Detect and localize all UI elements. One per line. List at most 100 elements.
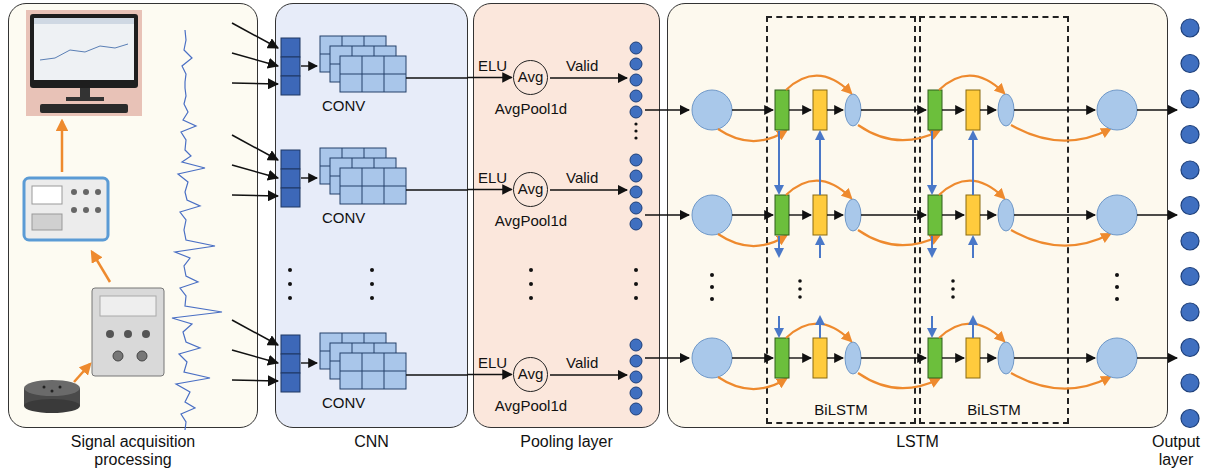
output-neurons	[1181, 374, 1199, 392]
cnn-row	[281, 148, 468, 207]
ellipsis-dots	[951, 279, 955, 283]
label-slot: Output layer	[1146, 433, 1206, 468]
label-slot: Valid	[566, 169, 598, 187]
cnn-row	[281, 333, 468, 392]
signal-waveform	[172, 30, 222, 430]
ellipsis-dots	[634, 282, 638, 286]
ellipsis-dots	[370, 296, 374, 300]
conv-label: CONV	[322, 98, 365, 115]
activation-label: ELU	[478, 355, 507, 372]
conv-label: CONV	[322, 395, 365, 412]
computer-monitor	[40, 44, 128, 60]
padding-label: Valid	[566, 355, 598, 372]
vibration-sensor	[24, 380, 80, 413]
flow-arrow	[74, 364, 90, 382]
avg-pool-circle: Avg	[513, 357, 549, 393]
output-neurons	[1181, 161, 1199, 179]
computer-monitor	[66, 97, 104, 101]
acquisition-unit	[24, 178, 108, 240]
ellipsis-dots	[288, 282, 292, 286]
conv-label: CONV	[322, 210, 365, 227]
panel-heading: CNN	[282, 433, 462, 451]
flow-arrow	[61, 121, 64, 172]
recurrent-arrows	[931, 236, 933, 256]
output-neurons	[1181, 90, 1199, 108]
label-slot: CONV	[322, 97, 365, 115]
output-layer-label: Output layer	[1146, 433, 1206, 468]
recurrent-arrows	[931, 316, 933, 336]
flow-arrow	[92, 252, 110, 282]
label-slot: AvgPool1d	[481, 100, 581, 118]
signal-amplifier	[113, 351, 123, 361]
ellipsis-dots	[710, 273, 714, 277]
ellipsis-dots	[370, 282, 374, 286]
node-text: BiLSTM	[814, 402, 867, 419]
pooling-label: AvgPool1d	[495, 398, 567, 415]
recurrent-arrows	[819, 317, 821, 338]
ellipsis-dots	[288, 268, 374, 300]
vibration-sensor	[24, 399, 80, 413]
computer-monitor	[40, 104, 128, 113]
ellipsis-dots	[634, 136, 637, 139]
ellipsis-dots	[529, 296, 533, 300]
label-slot: ELU	[478, 354, 507, 372]
avg-pool-circle: Avg	[513, 172, 549, 208]
input-arrows	[232, 320, 278, 381]
recurrent-arrows	[819, 132, 821, 195]
output-neurons	[1181, 126, 1199, 144]
recurrent-arrows	[819, 237, 821, 258]
recurrent-arrows	[779, 131, 973, 338]
input-arrows	[232, 23, 278, 84]
computer-monitor	[34, 18, 134, 24]
lstm-row	[645, 76, 1177, 141]
avg-pool-circle: Avg	[513, 60, 549, 96]
signal-amplifier	[137, 351, 147, 361]
ellipsis-dots	[951, 287, 955, 291]
flow-arrow	[468, 77, 512, 79]
ellipsis-dots	[634, 129, 637, 132]
computer-monitor	[26, 10, 142, 116]
output-neurons	[1181, 19, 1199, 37]
ellipsis-dots	[798, 287, 802, 291]
acquisition-unit	[32, 186, 62, 204]
vibration-sensor	[24, 380, 80, 396]
acquisition-unit	[24, 178, 108, 240]
acquisition-unit	[95, 189, 101, 195]
vibration-sensor	[43, 386, 46, 389]
ellipsis-dots	[288, 296, 292, 300]
recurrent-arrows	[972, 132, 974, 195]
computer-monitor	[30, 14, 138, 88]
recurrent-arrows	[972, 317, 974, 338]
node-text: Avg	[518, 181, 544, 198]
acquisition-unit	[71, 207, 77, 213]
signal-amplifier	[100, 296, 156, 316]
acquisition-unit	[83, 189, 89, 195]
flow-arrow	[468, 189, 512, 191]
ellipsis-dots	[710, 285, 714, 289]
pooling-label: AvgPool1d	[495, 101, 567, 118]
node-text: BiLSTM	[967, 402, 1020, 419]
output-neurons	[1181, 55, 1199, 73]
ellipsis-dots	[529, 122, 638, 300]
label-slot: ELU	[478, 169, 507, 187]
lstm-row	[645, 324, 1177, 389]
output-neurons	[1181, 410, 1199, 428]
ellipsis-dots	[710, 297, 714, 301]
ellipsis-dots	[529, 282, 533, 286]
acquisition-unit	[95, 207, 101, 213]
cnn-row	[281, 36, 468, 95]
signal-amplifier	[92, 288, 164, 376]
activation-label: ELU	[478, 58, 507, 75]
computer-monitor	[34, 18, 134, 80]
node-text: Avg	[518, 69, 544, 86]
output-neurons	[1181, 268, 1199, 286]
ellipsis-dots	[1115, 285, 1119, 289]
label-slot: AvgPool1d	[481, 397, 581, 415]
ellipsis-dots	[951, 295, 955, 299]
ellipsis-dots	[798, 295, 802, 299]
flow-arrow	[468, 374, 512, 376]
